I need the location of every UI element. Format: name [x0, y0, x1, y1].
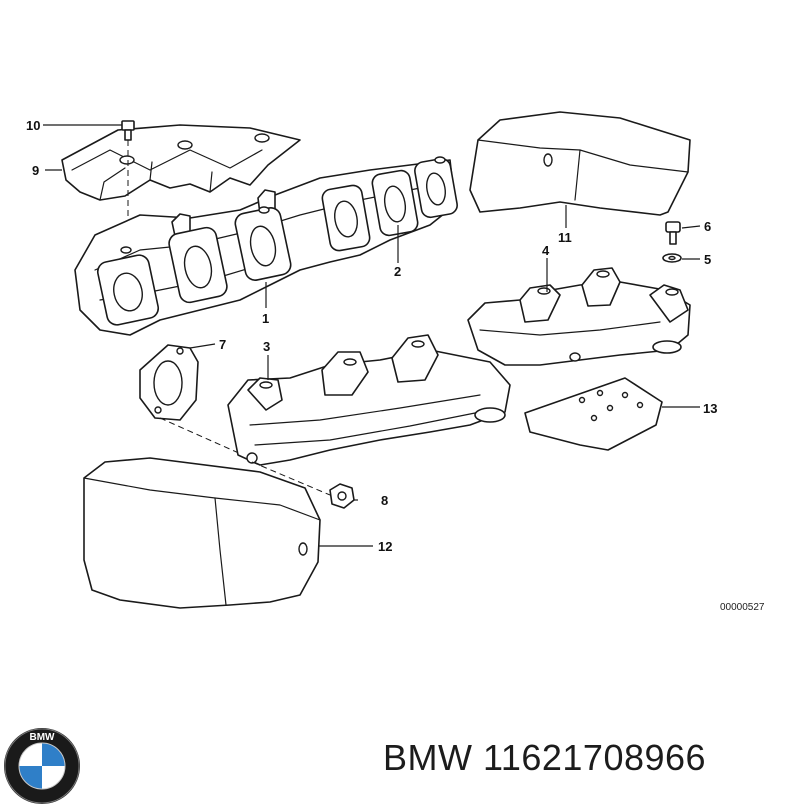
heat-shield-part-9 — [61, 124, 301, 201]
callout-11: 11 — [558, 230, 572, 245]
callout-7: 7 — [219, 337, 226, 352]
callout-10: 10 — [26, 118, 40, 133]
callout-3: 3 — [263, 339, 270, 354]
callout-12: 12 — [378, 539, 392, 554]
caption-brand: BMW — [383, 737, 473, 778]
bmw-logo: BMW — [4, 728, 80, 804]
logo-ring-letters: BMW — [30, 732, 56, 743]
bolt-part-6 — [665, 221, 681, 245]
plate-part-13 — [524, 377, 663, 451]
callout-6: 6 — [704, 219, 711, 234]
callout-8: 8 — [381, 493, 388, 508]
callout-9: 9 — [32, 163, 39, 178]
callout-2: 2 — [394, 264, 401, 279]
manifold-part-4 — [467, 267, 691, 366]
heat-shield-part-12 — [83, 457, 321, 609]
diagram-reference-code: 00000527 — [720, 602, 765, 613]
manifold-part-3 — [227, 334, 511, 466]
nut-part-8 — [329, 483, 355, 509]
washer-part-5 — [662, 253, 682, 263]
product-caption: BMW 11621708966 — [383, 737, 706, 779]
upper-manifold-part-1-2 — [74, 156, 458, 336]
callout-1: 1 — [262, 311, 269, 326]
callout-13: 13 — [703, 401, 717, 416]
caption-part-number: 11621708966 — [483, 737, 707, 778]
callout-labels: 10 9 1 2 3 4 6 5 7 8 11 12 13 — [26, 118, 717, 554]
gasket-part-7 — [139, 344, 199, 421]
callout-leaders — [43, 124, 701, 547]
heat-shield-part-11 — [469, 111, 691, 216]
callout-4: 4 — [542, 243, 550, 258]
callout-5: 5 — [704, 252, 711, 267]
